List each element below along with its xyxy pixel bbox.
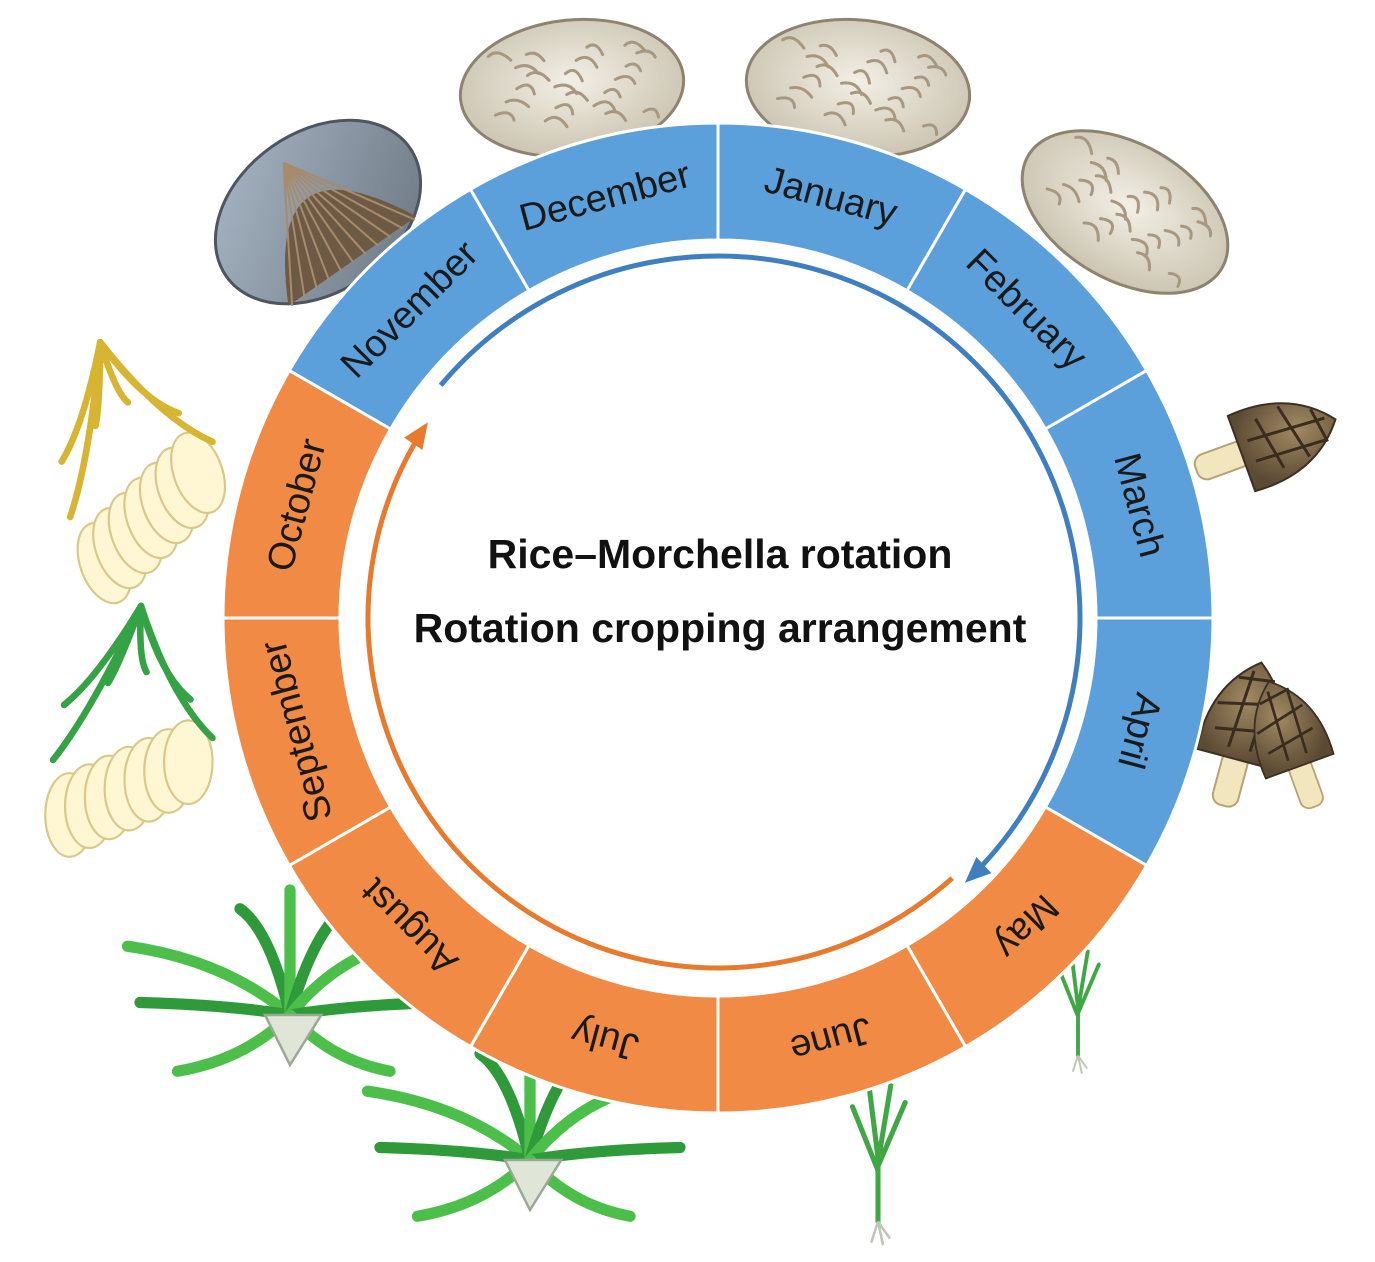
ripe-rice-icon <box>58 338 227 605</box>
diagram-title-line1: Rice–Morchella rotation <box>488 531 953 577</box>
month-ring <box>221 121 1215 1115</box>
mycelium-bed-icon <box>1020 129 1230 295</box>
morchella-season-arrow <box>438 253 1083 867</box>
season-arrows <box>365 253 1083 971</box>
morel-mushroom-pair-icon <box>1195 661 1335 810</box>
rice-seedling-icon <box>849 1082 908 1246</box>
covered-field-shelter-icon <box>213 118 423 306</box>
month-segment-december <box>468 121 720 293</box>
morel-mushroom-icon <box>1193 402 1337 493</box>
diagram-title-line2: Rotation cropping arrangement <box>414 605 1027 651</box>
morchella-season-arrowhead <box>964 856 992 883</box>
rice-season-arrow <box>365 441 954 971</box>
rice-season-arrowhead <box>404 422 428 450</box>
rice-seedling-icon <box>1056 949 1101 1074</box>
flowering-rice-icon <box>44 602 216 858</box>
